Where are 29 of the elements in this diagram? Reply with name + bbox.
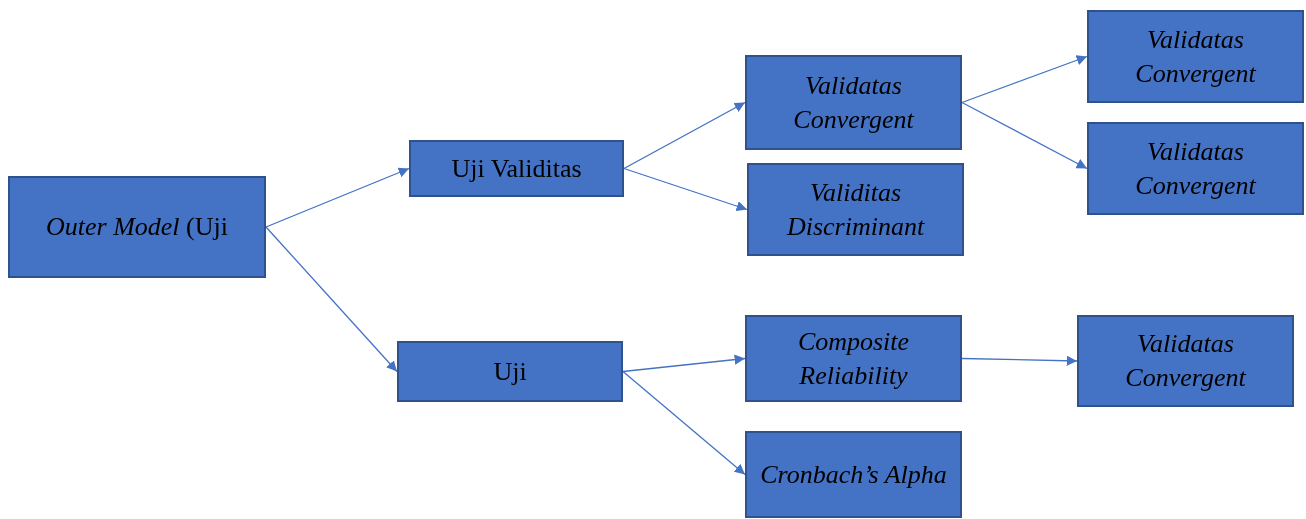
process-box bbox=[745, 55, 962, 150]
box-label: Cronbach’s Alpha bbox=[760, 458, 947, 491]
arrow bbox=[961, 355, 1078, 366]
box-label: Uji Validitas bbox=[451, 152, 582, 185]
box-label: Outer Model (Uji bbox=[46, 211, 228, 244]
process-box bbox=[745, 315, 962, 402]
process-box bbox=[745, 431, 962, 518]
box-label: Validitas Discriminant bbox=[785, 176, 926, 243]
box-label: Composite Reliability bbox=[796, 325, 911, 392]
process-box bbox=[1077, 315, 1294, 407]
arrow bbox=[961, 101, 1088, 170]
arrow bbox=[265, 167, 410, 228]
box-label: Uji bbox=[493, 355, 527, 388]
process-box bbox=[1087, 122, 1304, 215]
process-box bbox=[409, 140, 624, 197]
process-box bbox=[747, 163, 964, 256]
process-box bbox=[397, 341, 623, 402]
box-label: Validatas Convergent bbox=[792, 69, 915, 136]
process-box bbox=[1087, 10, 1304, 103]
box-label: Validatas Convergent bbox=[1124, 328, 1247, 394]
arrow bbox=[622, 370, 746, 476]
arrow bbox=[623, 101, 746, 170]
arrow bbox=[961, 55, 1088, 104]
arrow bbox=[623, 167, 748, 212]
box-label: Validatas Convergent bbox=[1134, 135, 1257, 202]
arrow bbox=[622, 354, 746, 373]
process-box bbox=[8, 176, 266, 278]
box-label: Validatas Convergent bbox=[1134, 23, 1257, 90]
arrow bbox=[265, 226, 398, 373]
